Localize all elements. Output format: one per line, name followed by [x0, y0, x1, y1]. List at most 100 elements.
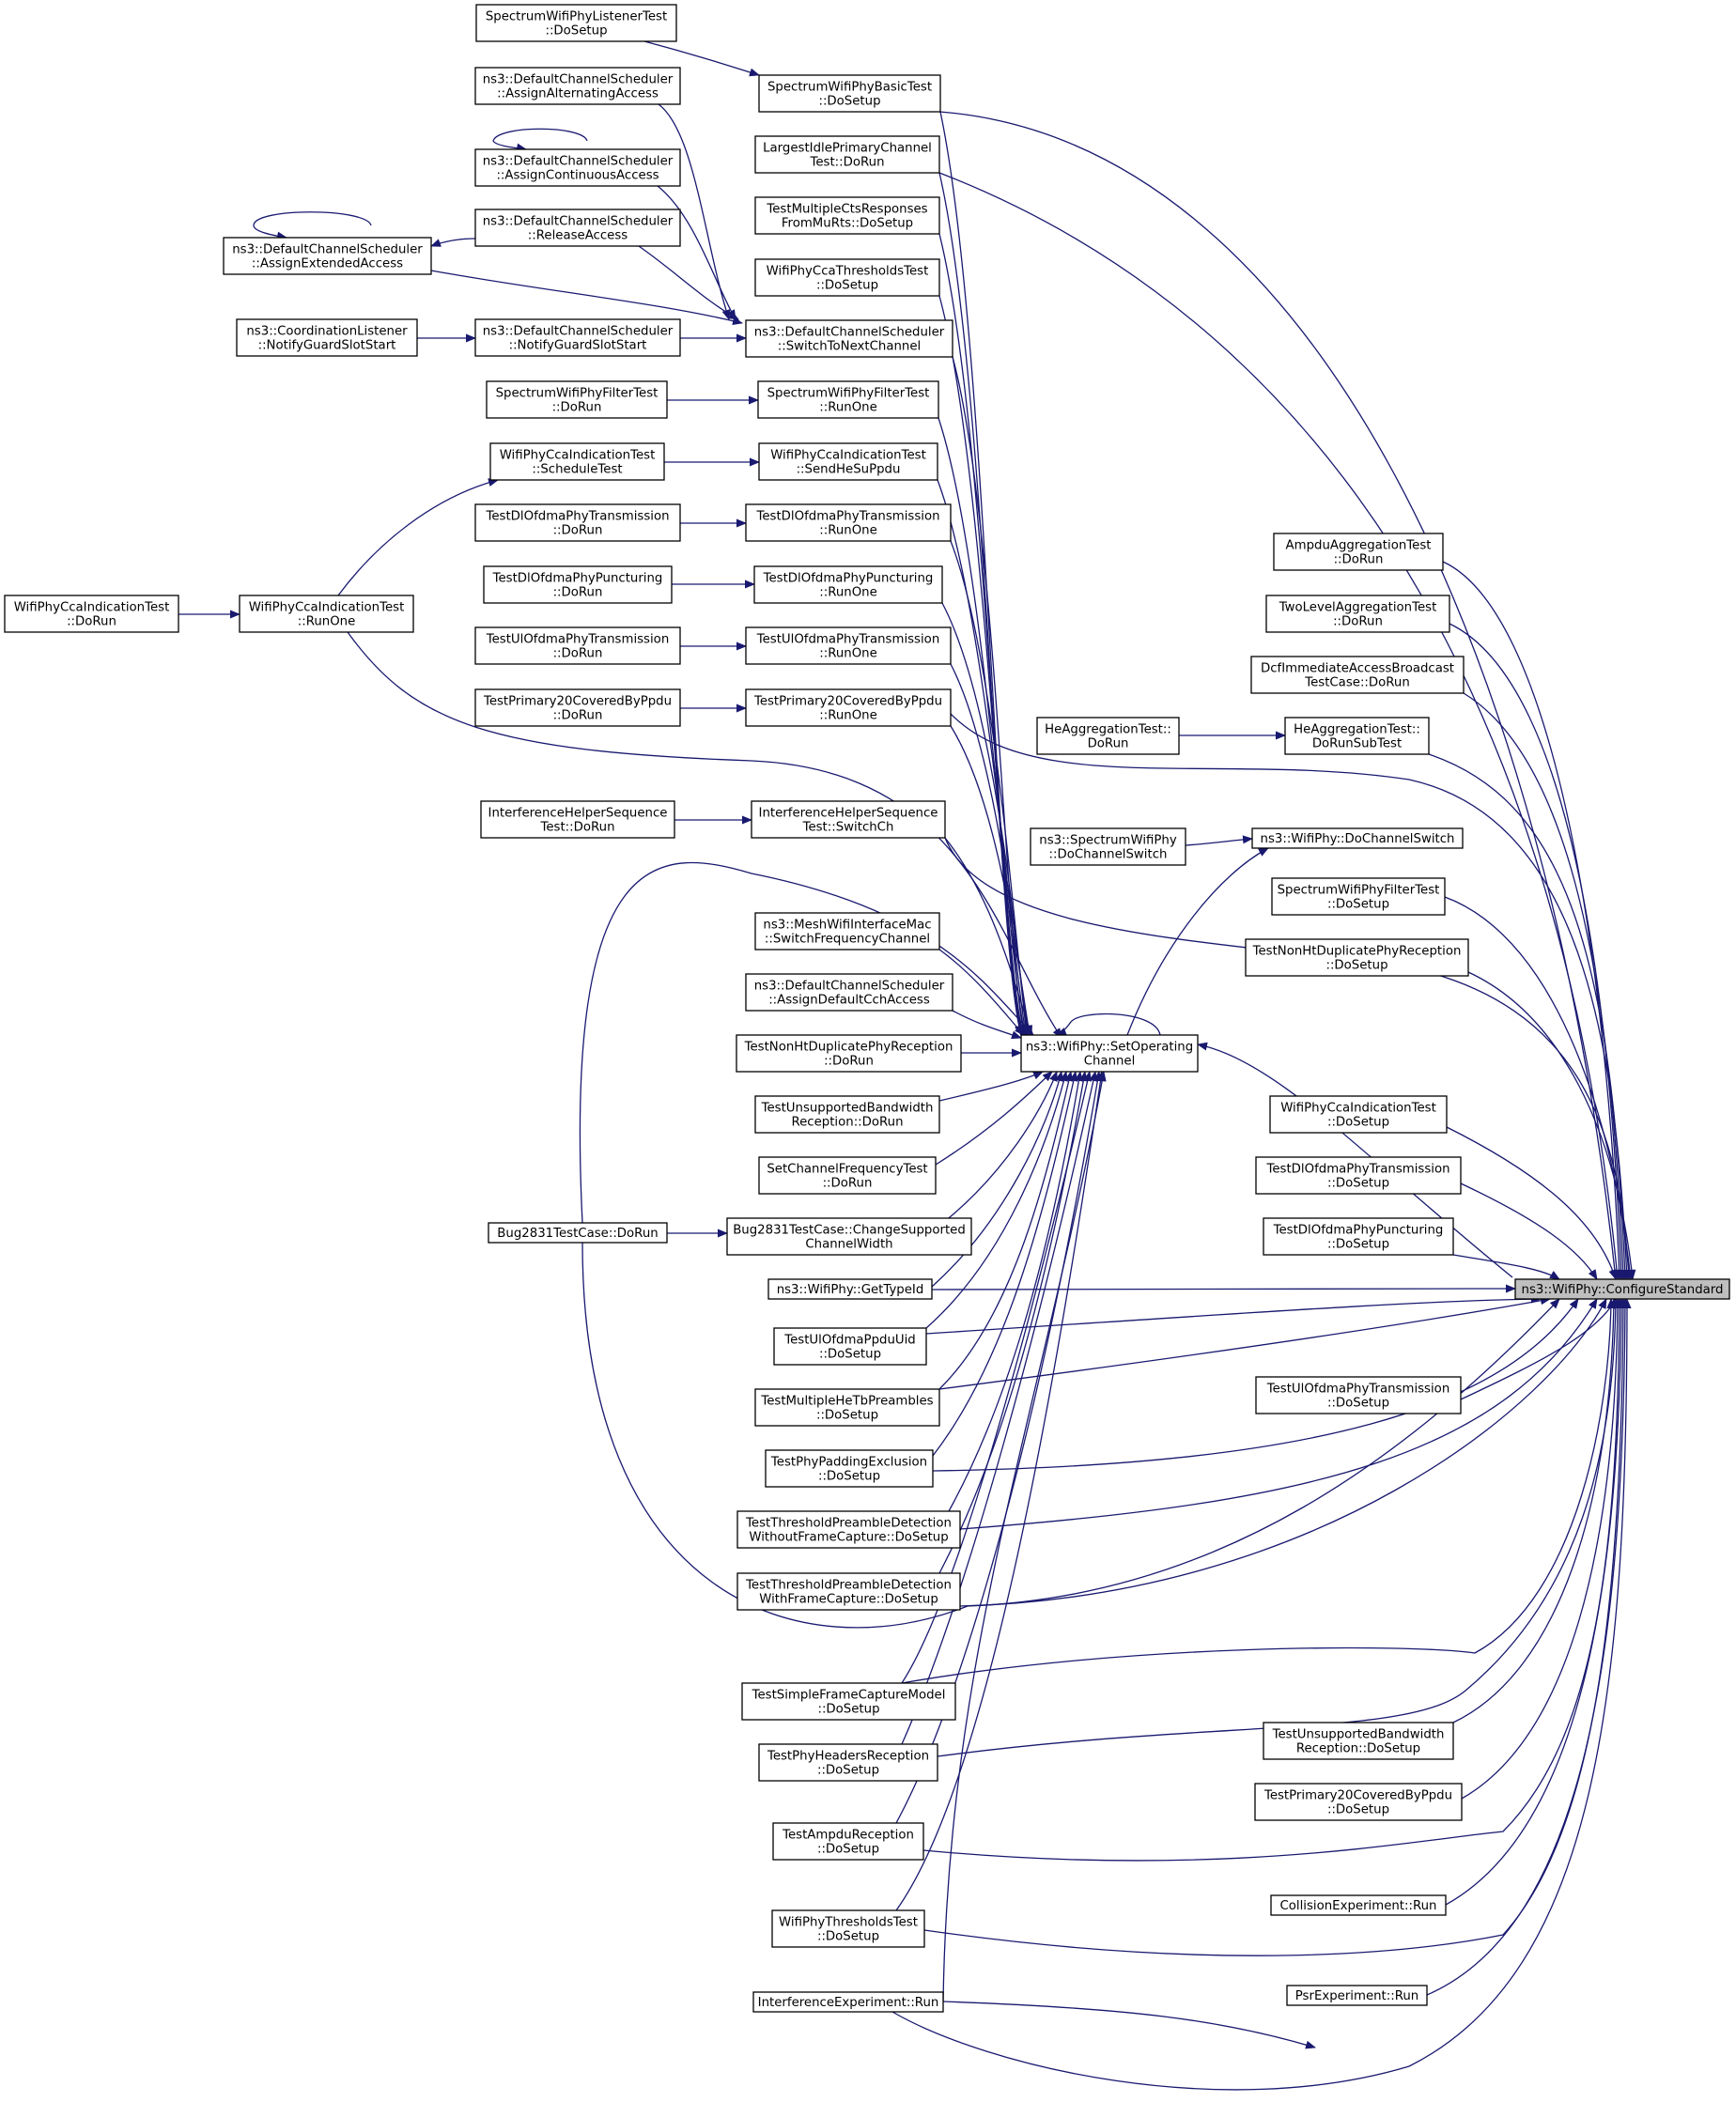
node-spBasicTest[interactable]: SpectrumWifiPhyBasicTest::DoSetup — [758, 74, 941, 113]
node-label: ns3::WifiPhy::GetTypeId — [777, 1283, 924, 1297]
node-dcsCont[interactable]: ns3::DefaultChannelScheduler::AssignCont… — [474, 148, 681, 187]
node-label: TestDlOfdmaPhyTransmission — [1265, 1163, 1449, 1177]
node-nonHtSetup[interactable]: TestNonHtDuplicatePhyReception::DoSetup — [1245, 938, 1469, 977]
node-ccaSendHeSu[interactable]: WifiPhyCcaIndicationTest::SendHeSuPpdu — [758, 442, 938, 481]
node-ampduRx[interactable]: TestAmpduReception::DoSetup — [772, 1822, 924, 1861]
node-box — [1273, 533, 1444, 571]
node-ccaDoRun[interactable]: WifiPhyCcaIndicationTest::DoRun — [4, 595, 179, 633]
edge-thrWith-to-setOpCh — [938, 1071, 1088, 1574]
node-box — [754, 135, 940, 174]
node-filterSetup[interactable]: SpectrumWifiPhyFilterTest::DoSetup — [1271, 877, 1446, 916]
node-label: TestAmpduReception — [782, 1829, 914, 1843]
node-multiHeTb[interactable]: TestMultipleHeTbPreambles::DoSetup — [754, 1388, 940, 1427]
node-dlTxRunOne[interactable]: TestDlOfdmaPhyTransmission::RunOne — [745, 503, 952, 542]
node-ampduAgg[interactable]: AmpduAggregationTest::DoRun — [1273, 533, 1444, 571]
node-label: TestDlOfdmaPhyTransmission — [755, 510, 939, 524]
node-box — [757, 380, 939, 419]
node-ulTxSetup[interactable]: TestUlOfdmaPhyTransmission::DoSetup — [1255, 1376, 1462, 1414]
node-box — [1286, 1985, 1428, 2006]
node-thrWith[interactable]: TestThresholdPreambleDetectionWithFrameC… — [736, 1572, 961, 1611]
node-psrExp[interactable]: PsrExperiment::Run — [1286, 1985, 1428, 2006]
node-box — [1271, 877, 1446, 916]
node-ulTxDoRun[interactable]: TestUlOfdmaPhyTransmission::DoRun — [474, 626, 681, 665]
node-p20RunOne[interactable]: TestPrimary20CoveredByPpdu::RunOne — [745, 688, 952, 727]
node-phyHeaders[interactable]: TestPhyHeadersReception::DoSetup — [758, 1743, 938, 1782]
node-label: ::AssignDefaultCchAccess — [768, 994, 930, 1008]
node-label: ::DoRun — [824, 1055, 874, 1069]
node-label: Test::SwitchCh — [802, 821, 894, 835]
node-dcsDefault[interactable]: ns3::DefaultChannelScheduler::AssignDefa… — [745, 973, 953, 1012]
edge-setOpCh-to-wpDoCh — [1126, 847, 1269, 1036]
node-thrWithout[interactable]: TestThresholdPreambleDetectionWithoutFra… — [736, 1510, 961, 1549]
edge-p20RunOne-to-cfgStd — [950, 713, 1632, 1280]
edge-dcsExt-to-dcsSwitch — [430, 270, 743, 325]
node-simpleFc[interactable]: TestSimpleFrameCaptureModel::DoSetup — [741, 1682, 956, 1721]
node-label: TestDlOfdmaPhyPuncturing — [1273, 1224, 1444, 1238]
node-dlPuncSetup[interactable]: TestDlOfdmaPhyPuncturing::DoSetup — [1263, 1217, 1454, 1256]
node-p20DoRun[interactable]: TestPrimary20CoveredByPpdu::DoRun — [474, 688, 681, 727]
node-heAggDoRun[interactable]: HeAggregationTest::DoRun — [1036, 717, 1180, 755]
node-box — [751, 800, 946, 839]
node-box — [239, 595, 414, 633]
node-spListener[interactable]: SpectrumWifiPhyListenerTest::DoSetup — [475, 4, 677, 42]
node-filterRunOne[interactable]: SpectrumWifiPhyFilterTest::RunOne — [757, 380, 939, 419]
node-wpDoCh[interactable]: ns3::WifiPhy::DoChannelSwitch — [1251, 827, 1464, 849]
node-bugChange[interactable]: Bug2831TestCase::ChangeSupportedChannelW… — [726, 1217, 972, 1256]
node-dcsNotify[interactable]: ns3::DefaultChannelScheduler::NotifyGuar… — [474, 318, 681, 357]
node-ccaThrSetup[interactable]: WifiPhyCcaThresholdsTest::DoSetup — [754, 258, 940, 297]
node-filterDoRun[interactable]: SpectrumWifiPhyFilterTest::DoRun — [486, 380, 668, 419]
node-thrTest[interactable]: WifiPhyThresholdsTest::DoSetup — [771, 1909, 925, 1948]
node-dlPuncDoRun[interactable]: TestDlOfdmaPhyPuncturing::DoRun — [483, 565, 673, 604]
node-dcfImm[interactable]: DcfImmediateAccessBroadcastTestCase::DoR… — [1250, 656, 1465, 694]
node-coordNotify[interactable]: ns3::CoordinationListener::NotifyGuardSl… — [236, 318, 418, 357]
node-label: TestNonHtDuplicatePhyReception — [744, 1041, 953, 1055]
node-dlPuncRunOne[interactable]: TestDlOfdmaPhyPuncturing::RunOne — [753, 565, 943, 604]
node-dcsSwitch[interactable]: ns3::DefaultChannelScheduler::SwitchToNe… — [745, 319, 953, 358]
node-unsupSetup[interactable]: TestUnsupportedBandwidthReception::DoSet… — [1263, 1722, 1454, 1760]
node-ulTxRunOne[interactable]: TestUlOfdmaPhyTransmission::RunOne — [745, 626, 952, 665]
node-dcsAlt[interactable]: ns3::DefaultChannelScheduler::AssignAlte… — [474, 67, 681, 105]
node-ccaSched[interactable]: WifiPhyCcaIndicationTest::ScheduleTest — [489, 442, 665, 481]
node-ulPpduUid[interactable]: TestUlOfdmaPpduUid::DoSetup — [773, 1327, 927, 1366]
node-multiCts[interactable]: TestMultipleCtsResponsesFromMuRts::DoSet… — [754, 196, 940, 235]
edge-getTypeId-to-setOpCh — [931, 1071, 1063, 1288]
node-box — [745, 973, 953, 1012]
node-dlTxDoRun[interactable]: TestDlOfdmaPhyTransmission::DoRun — [474, 503, 681, 542]
node-getTypeId[interactable]: ns3::WifiPhy::GetTypeId — [767, 1278, 933, 1300]
node-label: TestDlOfdmaPhyPuncturing — [492, 572, 663, 586]
node-dcsExt[interactable]: ns3::DefaultChannelScheduler::AssignExte… — [223, 237, 432, 275]
node-dcsRel[interactable]: ns3::DefaultChannelScheduler::ReleaseAcc… — [474, 209, 681, 247]
node-ccaRunOne[interactable]: WifiPhyCcaIndicationTest::RunOne — [239, 595, 414, 633]
node-box — [1030, 827, 1186, 866]
node-interfExp[interactable]: InterferenceExperiment::Run — [752, 1991, 944, 2013]
node-padding[interactable]: TestPhyPaddingExclusion::DoSetup — [765, 1449, 934, 1488]
node-box — [488, 1222, 668, 1244]
node-label: HeAggregationTest:: — [1294, 723, 1420, 737]
node-ccaSetup[interactable]: WifiPhyCcaIndicationTest::DoSetup — [1269, 1095, 1448, 1134]
node-cfgStd[interactable]: ns3::WifiPhy::ConfigureStandard — [1514, 1278, 1730, 1300]
edge-dcsDefault-to-setOpCh — [952, 1010, 1022, 1040]
node-bugDoRun[interactable]: Bug2831TestCase::DoRun — [488, 1222, 668, 1244]
edge-ulPpduUid-to-cfgStd — [925, 1294, 1542, 1335]
node-heAggSub[interactable]: HeAggregationTest::DoRunSubTest — [1284, 717, 1430, 755]
node-p20Setup[interactable]: TestPrimary20CoveredByPpdu::DoSetup — [1254, 1783, 1463, 1821]
edge-ccaRunOne-to-setOpCh — [347, 631, 1062, 1039]
node-label: ::ScheduleTest — [532, 463, 622, 477]
node-dlTxSetup[interactable]: TestDlOfdmaPhyTransmission::DoSetup — [1255, 1156, 1462, 1195]
node-nonHtDoRun[interactable]: TestNonHtDuplicatePhyReception::DoRun — [736, 1034, 962, 1073]
node-box — [1020, 1034, 1199, 1073]
node-setChFreq[interactable]: SetChannelFrequencyTest::DoRun — [758, 1156, 937, 1195]
node-box — [1265, 595, 1450, 633]
node-spwDoCh[interactable]: ns3::SpectrumWifiPhy::DoChannelSwitch — [1030, 827, 1186, 866]
node-label: SpectrumWifiPhyFilterTest — [1278, 884, 1440, 898]
node-twoLevel[interactable]: TwoLevelAggregationTest::DoRun — [1265, 595, 1450, 633]
node-meshSwitch[interactable]: ns3::MeshWifiInterfaceMac::SwitchFrequen… — [754, 912, 940, 951]
node-collision[interactable]: CollisionExperiment::Run — [1270, 1894, 1447, 1916]
node-label: ::DoSetup — [1327, 1803, 1389, 1817]
node-label: ::DoSetup — [817, 1843, 879, 1857]
